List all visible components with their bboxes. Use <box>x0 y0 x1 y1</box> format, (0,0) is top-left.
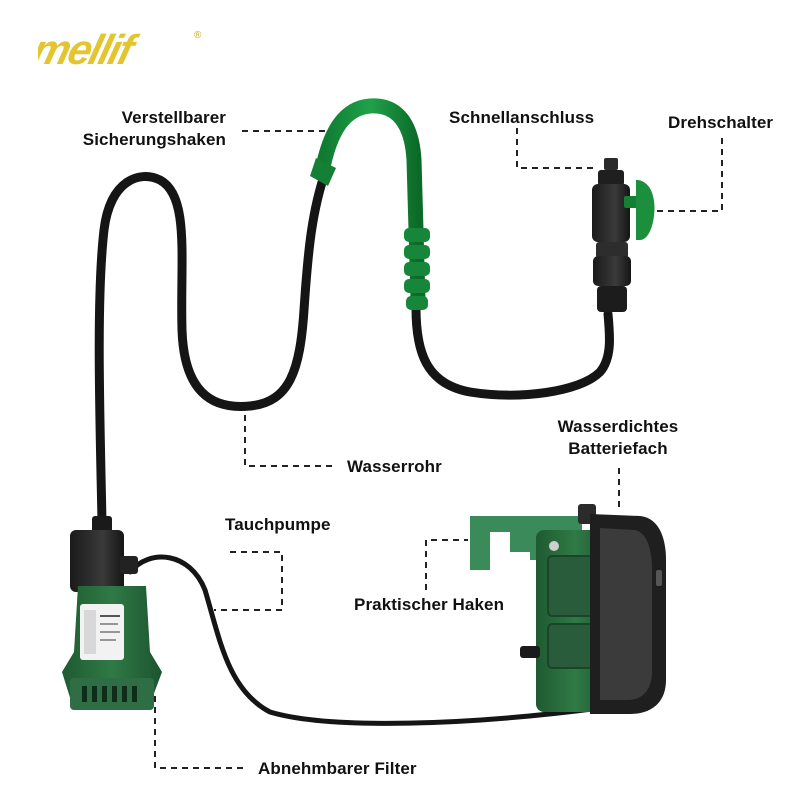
valve-assembly <box>592 158 655 312</box>
hook-grip <box>404 228 430 310</box>
leader-lines <box>154 128 723 769</box>
label-waterproof-battery-compartment: Wasserdichtes Batteriefach <box>557 417 679 458</box>
label-quick-connector: Schnellanschluss <box>449 108 595 127</box>
valve-icon <box>624 180 655 240</box>
brand-logo: mellif ® <box>38 27 202 74</box>
label-adjustable-safety-hook: Verstellbarer Sicherungshaken <box>82 108 226 149</box>
label-water-pipe: Wasserrohr <box>347 457 442 476</box>
label-rotary-switch: Drehschalter <box>668 113 774 132</box>
safety-hook <box>310 98 430 310</box>
svg-text:®: ® <box>194 30 202 41</box>
label-submersible-pump: Tauchpumpe <box>225 515 331 534</box>
svg-text:mellif: mellif <box>38 27 143 74</box>
water-hose <box>94 165 615 726</box>
label-practical-hook: Praktischer Haken <box>354 595 505 614</box>
label-removable-filter: Abnehmbarer Filter <box>258 759 417 778</box>
filter-slots <box>82 686 137 702</box>
pump-icon <box>62 516 162 710</box>
battery-icon <box>470 504 666 714</box>
